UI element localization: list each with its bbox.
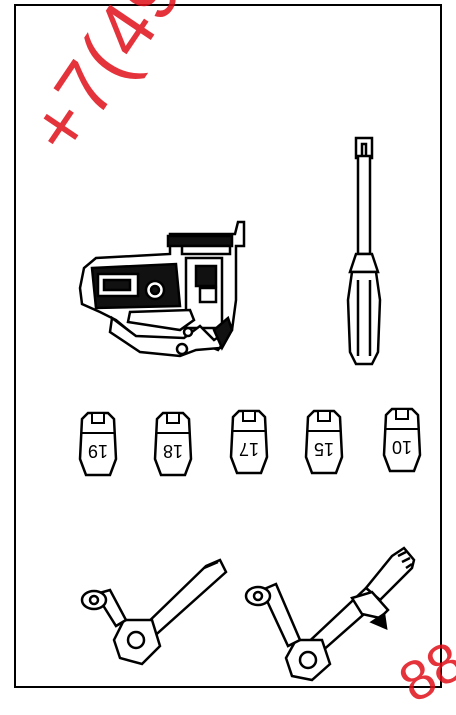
- socket-17: 17: [229, 409, 269, 475]
- tools-illustration: 19 18 17 15 10: [78, 136, 422, 682]
- socket-label: 19: [88, 441, 108, 461]
- socket-10: 10: [382, 407, 422, 473]
- socket-label: 18: [163, 441, 183, 461]
- socket-label: 10: [392, 437, 412, 457]
- ratchet-wrench-icon: [80, 558, 228, 666]
- torque-wrench-icon: [244, 546, 416, 682]
- sockets-row: 19 18 17 15 10: [78, 407, 422, 477]
- impact-wrench-icon: [78, 220, 246, 358]
- socket-15: 15: [304, 409, 344, 475]
- socket-18: 18: [153, 411, 193, 477]
- socket-label: 15: [314, 439, 334, 459]
- socket-label: 17: [239, 439, 259, 459]
- socket-19: 19: [78, 411, 118, 477]
- screwdriver-icon: [346, 136, 382, 366]
